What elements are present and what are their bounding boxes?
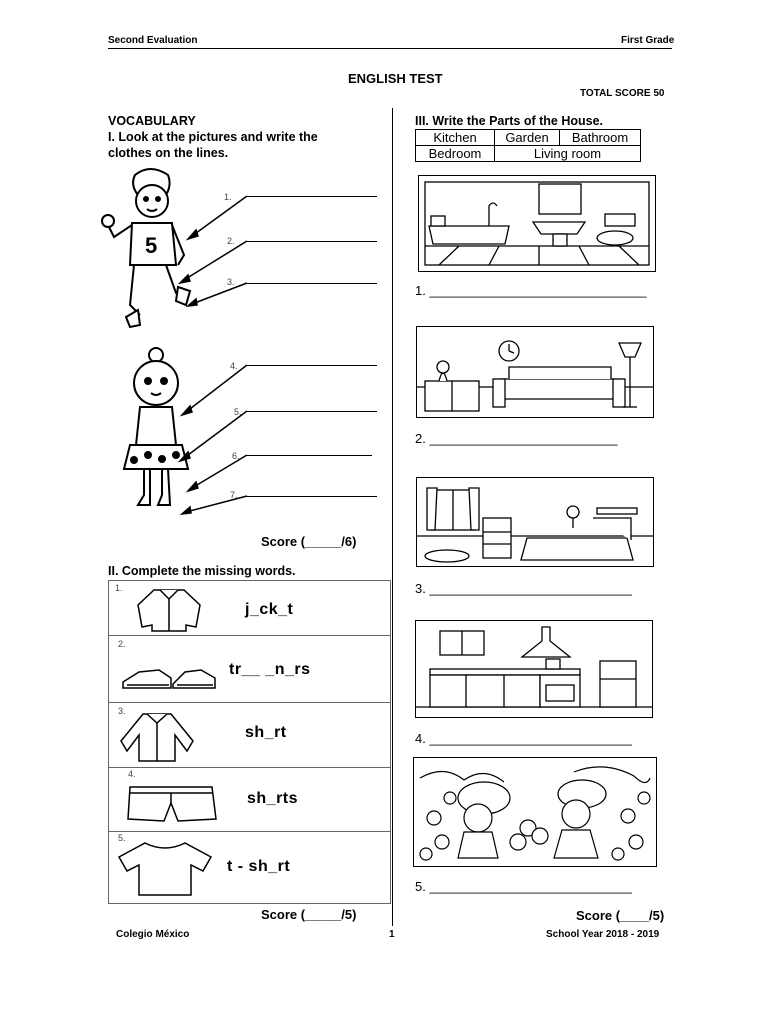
vocab-answer-line-3[interactable] (247, 283, 377, 284)
missing-word-1: j_ck_t (245, 601, 294, 618)
tshirt-icon (117, 842, 213, 896)
vocab-number-4: 4. (230, 361, 238, 371)
missing-number-3: 3. (118, 706, 126, 716)
vocab-answer-line-1[interactable] (247, 196, 377, 197)
missing-word-4: sh_rts (247, 790, 299, 807)
shirt-icon (120, 713, 194, 762)
missing-word-2: tr__ _n_rs (229, 661, 311, 678)
living-room-icon (417, 340, 653, 412)
house-answer-1[interactable]: 1. ______________________________ (415, 283, 647, 298)
vocab-number-7: 7. (230, 490, 238, 500)
word-bank-table: Kitchen Garden Bathroom Bedroom Living r… (415, 129, 641, 162)
house-answer-3[interactable]: 3. ____________________________ (415, 581, 632, 596)
house-answer-4[interactable]: 4. ____________________________ (415, 731, 632, 746)
boy-figure-icon: 5 (101, 168, 192, 329)
jacket-icon (137, 589, 201, 632)
house-heading: III. Write the Parts of the House. (415, 114, 603, 128)
missing-number-1: 1. (115, 583, 123, 593)
header-left: Second Evaluation (108, 35, 198, 46)
svg-text:5: 5 (145, 233, 157, 258)
footer-left: Colegio México (116, 929, 190, 940)
vocab-number-1: 1. (224, 192, 232, 202)
garden-picture (413, 757, 657, 867)
pointer-arrows-icon (177, 195, 248, 516)
vocabulary-instruction-1: I. Look at the pictures and write the (108, 130, 318, 144)
page-title: ENGLISH TEST (348, 71, 443, 86)
missing-number-2: 2. (118, 639, 126, 649)
vocab-answer-line-7[interactable] (247, 496, 377, 497)
bathroom-icon (424, 181, 650, 266)
vocab-answer-line-4[interactable] (247, 365, 377, 366)
word-bank-bathroom: Bathroom (559, 129, 641, 146)
column-divider (392, 108, 393, 926)
house-score: Score (____/5) (576, 908, 665, 923)
header-right: First Grade (621, 35, 675, 46)
bathroom-picture (418, 175, 656, 272)
word-bank-bedroom: Bedroom (415, 145, 495, 162)
vocab-answer-line-2[interactable] (247, 241, 377, 242)
total-score: TOTAL SCORE 50 (580, 88, 665, 99)
house-answer-5[interactable]: 5. ____________________________ (415, 879, 632, 894)
footer-page-number: 1 (389, 929, 395, 940)
word-bank-living-room: Living room (494, 145, 641, 162)
header-rule (108, 48, 672, 49)
missing-word-3: sh_rt (245, 724, 287, 741)
vocab-number-5: 5. (234, 407, 242, 417)
bedroom-icon (417, 487, 653, 563)
missing-number-4: 4. (128, 769, 136, 779)
vocab-answer-line-5[interactable] (247, 411, 377, 412)
trainers-icon (122, 669, 216, 689)
missing-number-5: 5. (118, 833, 126, 843)
vocab-answer-line-6[interactable] (247, 455, 372, 456)
vocab-number-3: 3. (227, 277, 235, 287)
missing-word-5: t - sh_rt (227, 858, 291, 875)
vocab-number-6: 6. (232, 451, 240, 461)
missing-words-heading: II. Complete the missing words. (108, 564, 296, 578)
bedroom-picture (416, 477, 654, 567)
vocabulary-heading: VOCABULARY (108, 114, 196, 128)
footer-right: School Year 2018 - 2019 (546, 929, 660, 940)
word-bank-garden: Garden (494, 129, 560, 146)
kitchen-picture (415, 620, 653, 718)
house-answer-2[interactable]: 2. __________________________ (415, 431, 618, 446)
kitchen-icon (416, 626, 652, 708)
missing-words-score: Score (_____/5) (261, 907, 357, 922)
living-room-picture (416, 326, 654, 418)
garden-icon (419, 766, 651, 861)
girl-figure-icon (122, 347, 190, 506)
vocab-number-2: 2. (227, 236, 235, 246)
word-bank-kitchen: Kitchen (415, 129, 495, 146)
missing-words-box: 1. j_ck_t 2. tr__ _n_rs 3. sh_rt 4. sh_r… (108, 580, 391, 904)
vocabulary-instruction-2: clothes on the lines. (108, 146, 229, 160)
vocabulary-score: Score (_____/6) (261, 534, 357, 549)
shorts-icon (127, 786, 217, 822)
